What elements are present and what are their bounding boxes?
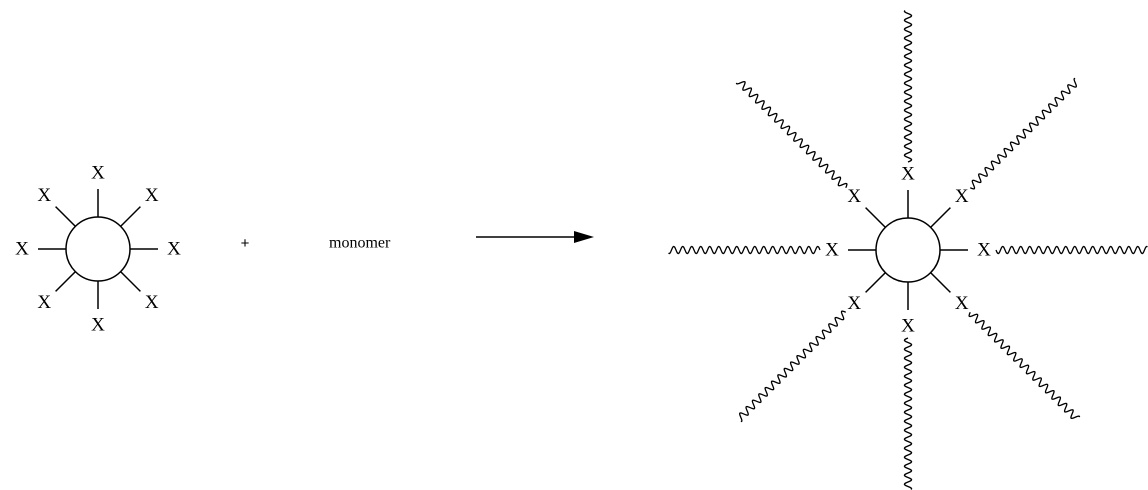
product-bond-se: [930, 272, 951, 293]
reactant-label-s: X: [91, 315, 105, 336]
reactant-bonds: [38, 189, 158, 309]
reaction-arrow-head: [574, 231, 594, 243]
reactant-label-nw: X: [37, 185, 51, 206]
product-label-n: X: [901, 164, 915, 185]
reactant-label-w: X: [15, 239, 29, 260]
product-label-se: X: [955, 293, 969, 314]
reactant-bond-nw: [55, 206, 76, 227]
product-label-nw: X: [847, 186, 861, 207]
polymer-chain-sw: [738, 310, 847, 423]
product-label-s: X: [901, 316, 915, 337]
product-bonds: [848, 190, 968, 310]
product-labels: X X X X X X X X: [825, 164, 991, 337]
product-chains: [668, 10, 1148, 490]
polymer-chain-nw: [735, 80, 848, 189]
monomer-label: monomer: [329, 235, 391, 252]
reaction-arrow: [476, 231, 594, 243]
product-bond-ne: [930, 207, 951, 228]
reactant-labels: X X X X X X X X: [15, 163, 181, 336]
reactant-bond-ne: [120, 206, 141, 227]
polymer-chain-w: [668, 245, 821, 255]
product-label-e: X: [977, 240, 991, 261]
product-bond-nw: [865, 207, 886, 228]
product-bond-sw: [865, 272, 886, 293]
reactant-label-e: X: [167, 239, 181, 260]
product-label-w: X: [825, 240, 839, 261]
polymer-chain-n: [903, 10, 913, 163]
product-label-sw: X: [847, 293, 861, 314]
reactant-label-n: X: [91, 163, 105, 184]
product-star-polymer: X X X X X X X X: [668, 10, 1148, 490]
polymer-chain-se: [968, 311, 1081, 420]
polymer-chain-s: [903, 337, 913, 490]
reactant-core-circle: [65, 216, 131, 282]
reactant-label-se: X: [145, 292, 159, 313]
reactant-initiator: X X X X X X X X: [15, 163, 181, 336]
plus-sign: +: [241, 235, 250, 252]
product-core-circle: [875, 217, 941, 283]
reactant-bond-se: [120, 271, 141, 292]
reactant-label-ne: X: [145, 185, 159, 206]
polymer-chain-ne: [969, 77, 1078, 190]
polymer-chain-e: [995, 245, 1148, 255]
reactant-label-sw: X: [37, 292, 51, 313]
reactant-bond-sw: [55, 271, 76, 292]
product-label-ne: X: [955, 186, 969, 207]
